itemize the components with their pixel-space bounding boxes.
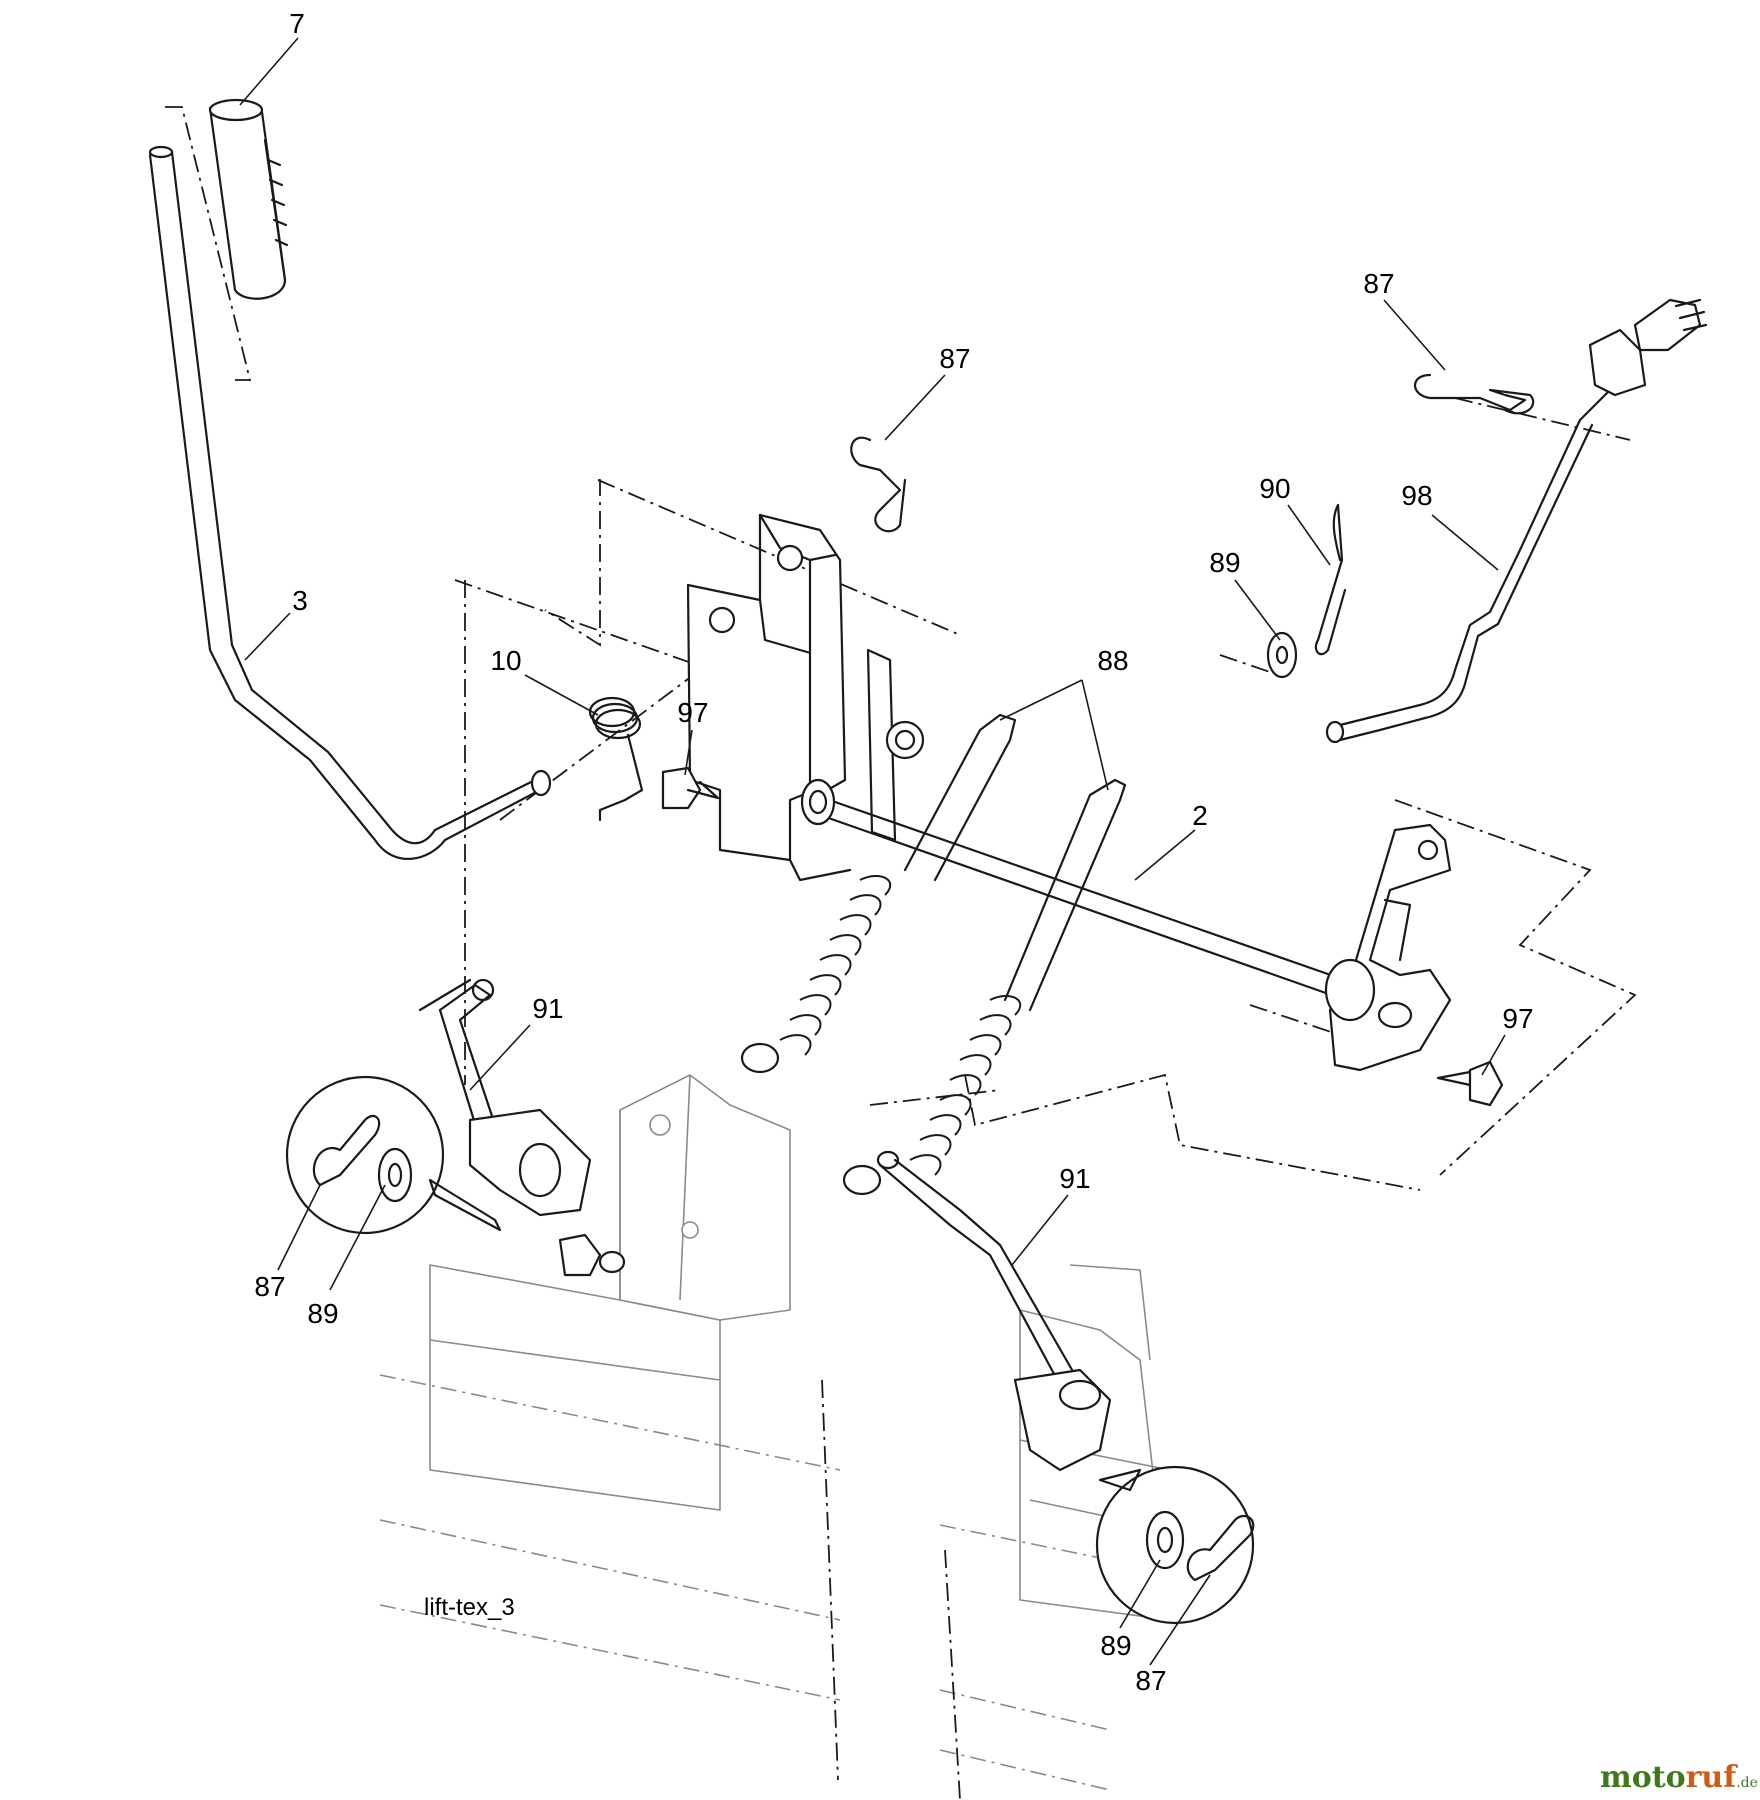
callout-3: 3 xyxy=(292,585,308,616)
callout-10: 10 xyxy=(490,645,521,676)
lift-link-right xyxy=(876,1150,1112,1472)
callout-88: 88 xyxy=(1097,645,1128,676)
callout-97-left: 97 xyxy=(677,697,708,728)
callout-7: 7 xyxy=(289,8,305,39)
extension-springs xyxy=(740,713,1127,1196)
lift-shaft xyxy=(800,778,1347,1000)
cotter-pin xyxy=(1314,503,1347,656)
torsion-spring xyxy=(588,696,644,822)
hair-pin-clip-top xyxy=(850,436,907,533)
callout-89-left-detail: 89 xyxy=(307,1298,338,1329)
leader-lines xyxy=(239,37,1506,1666)
callout-87-left-detail: 87 xyxy=(254,1271,285,1302)
callout-87-right: 87 xyxy=(1363,268,1394,299)
detail-circle-left xyxy=(285,1075,502,1235)
diagram-caption: lift-tex_3 xyxy=(424,1594,515,1621)
lift-link-left xyxy=(418,978,626,1277)
callout-90: 90 xyxy=(1259,473,1290,504)
deck-ghost-lines xyxy=(379,1374,1111,1800)
callout-87-top: 87 xyxy=(939,343,970,374)
callout-2: 2 xyxy=(1192,800,1208,831)
callout-91-left: 91 xyxy=(532,993,563,1024)
handle-grip xyxy=(208,98,289,300)
adjust-rod xyxy=(1325,298,1708,744)
bolt-left xyxy=(661,766,720,810)
hair-pin-clip-right xyxy=(1413,373,1535,415)
callout-87-right-detail: 87 xyxy=(1135,1665,1166,1696)
callout-97-right: 97 xyxy=(1502,1003,1533,1034)
lift-bracket xyxy=(686,513,925,882)
lift-lever xyxy=(148,145,552,860)
detail-circle-right xyxy=(1095,1465,1255,1625)
frame-ghost-left xyxy=(429,1074,791,1511)
lift-arm-right xyxy=(1324,823,1452,1072)
callout-89-right-detail: 89 xyxy=(1100,1630,1131,1661)
callout-91-right: 91 xyxy=(1059,1163,1090,1194)
callout-labels: 7 3 10 97 87 87 90 98 89 88 2 97 91 91 8… xyxy=(254,8,1533,1696)
callout-98: 98 xyxy=(1401,480,1432,511)
bolt-right xyxy=(1436,1060,1504,1107)
callout-89-right: 89 xyxy=(1209,547,1240,578)
washer-right xyxy=(1266,631,1298,679)
watermark-logo: motoruf.de xyxy=(1600,1760,1758,1795)
